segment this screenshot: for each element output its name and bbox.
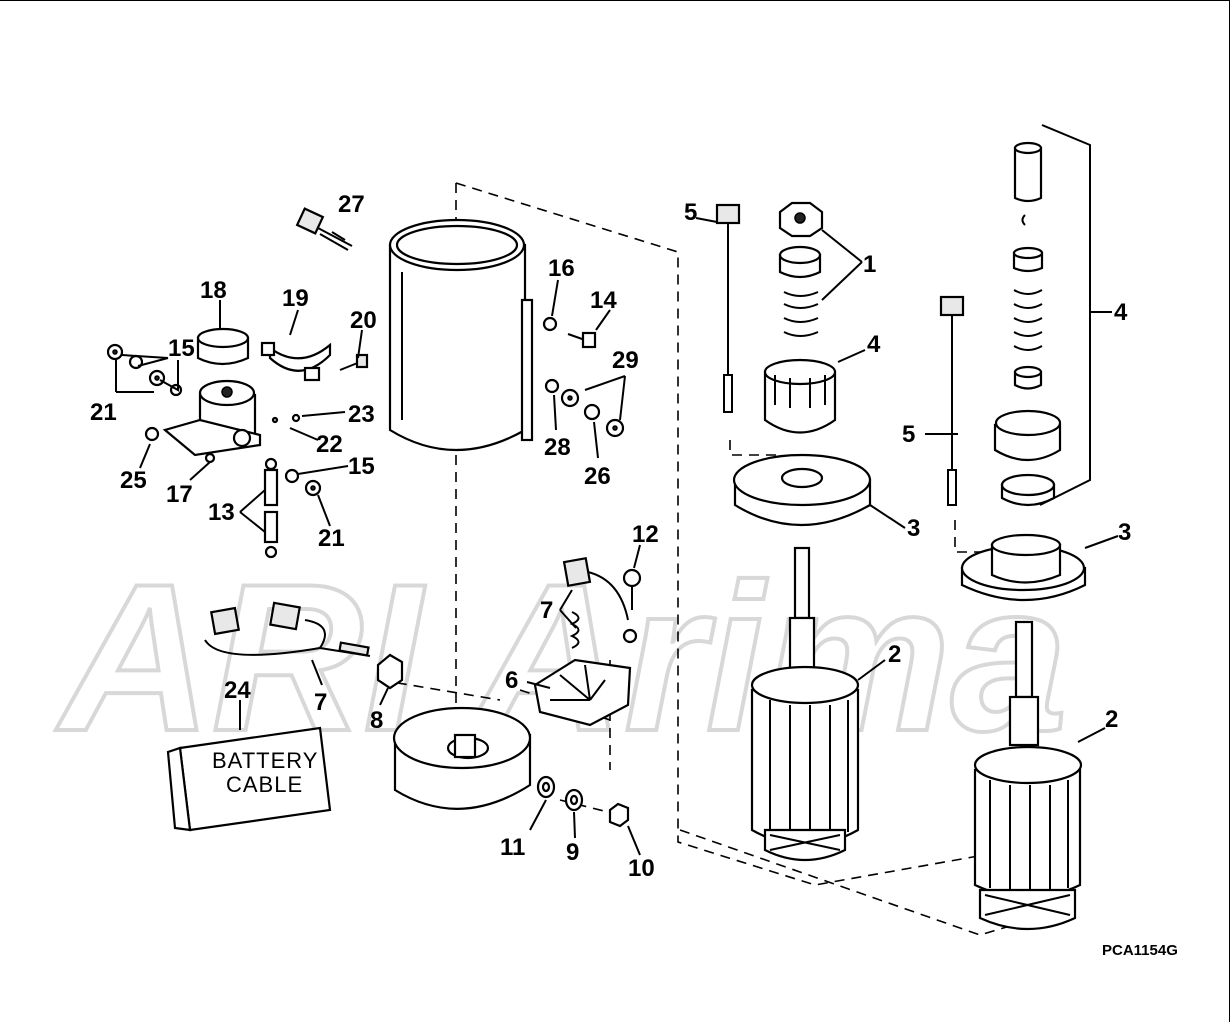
solenoid-strap-19	[260, 341, 332, 382]
drawing-code: PCA1154G	[1102, 942, 1178, 959]
callout-8: 8	[370, 707, 383, 734]
callout-7a: 7	[540, 597, 553, 624]
callout-25: 25	[120, 467, 147, 494]
callout-15a: 15	[168, 335, 195, 362]
battery-cable-box: BATTERY CABLE	[166, 726, 332, 832]
callout-2b: 2	[1105, 706, 1118, 733]
armature-2a	[750, 546, 860, 862]
callout-21b: 21	[318, 525, 345, 552]
callout-3b: 3	[1118, 519, 1131, 546]
callout-18: 18	[200, 277, 227, 304]
callout-22: 22	[316, 431, 343, 458]
callout-7b: 7	[314, 689, 327, 716]
battery-cable-line1: BATTERY	[212, 748, 318, 773]
screw-20	[339, 353, 369, 371]
callout-17: 17	[166, 481, 193, 508]
drive-stack-4b	[993, 141, 1062, 507]
callout-12: 12	[632, 521, 659, 548]
callout-16: 16	[548, 255, 575, 282]
battery-cable-line2: CABLE	[226, 772, 303, 797]
end-cap	[392, 706, 532, 810]
brush-holder-6	[533, 658, 632, 727]
callout-13: 13	[208, 499, 235, 526]
ring-18	[196, 327, 250, 366]
through-bolt-5b	[939, 295, 965, 506]
callout-10: 10	[628, 855, 655, 882]
callout-29: 29	[612, 347, 639, 374]
callout-11: 11	[500, 834, 525, 861]
callout-24: 24	[224, 677, 251, 704]
head-3b	[960, 533, 1087, 602]
watermark: ARI Arima	[55, 540, 1067, 775]
callouts: 27 18 19 20 15 21 23 22 15 25 17 13 21 1…	[90, 191, 1178, 959]
callout-21a: 21	[90, 399, 117, 426]
callout-27: 27	[338, 191, 365, 218]
callout-4b: 4	[1114, 299, 1128, 326]
bolt-guide-1	[729, 440, 780, 456]
callout-1: 1	[863, 251, 876, 278]
callout-23: 23	[348, 401, 375, 428]
callout-5b: 5	[902, 421, 915, 448]
solenoid	[162, 379, 262, 464]
callout-5a: 5	[684, 199, 697, 226]
brush-lead-7	[204, 601, 371, 657]
pinion-4a	[763, 358, 837, 434]
armature-outline	[679, 829, 1081, 936]
callout-15b: 15	[348, 453, 375, 480]
leader-lines	[115, 217, 1119, 856]
frame-housing	[388, 218, 534, 451]
callout-2a: 2	[888, 641, 901, 668]
washers-9-10-11	[536, 775, 630, 828]
callout-9: 9	[566, 839, 579, 866]
brush-holder-outline	[379, 679, 501, 701]
callout-26: 26	[584, 463, 611, 490]
armature-2b	[973, 620, 1083, 931]
screw-12	[622, 568, 642, 610]
callout-3a: 3	[907, 515, 920, 542]
callout-20: 20	[350, 307, 377, 334]
head-3a	[732, 453, 872, 526]
clip-8	[376, 653, 404, 690]
terminal-13	[263, 457, 279, 559]
callout-6: 6	[505, 667, 518, 694]
brush-spring-7	[562, 556, 638, 649]
assembly-outline-right	[455, 182, 1081, 886]
frame-hardware	[542, 316, 625, 438]
callout-19: 19	[282, 285, 309, 312]
through-bolt-5a	[715, 203, 741, 413]
callout-4a: 4	[867, 331, 881, 358]
callout-28: 28	[544, 434, 571, 461]
drive-stack-1	[778, 201, 824, 337]
callout-14: 14	[590, 287, 617, 314]
bolt-27	[295, 207, 353, 251]
